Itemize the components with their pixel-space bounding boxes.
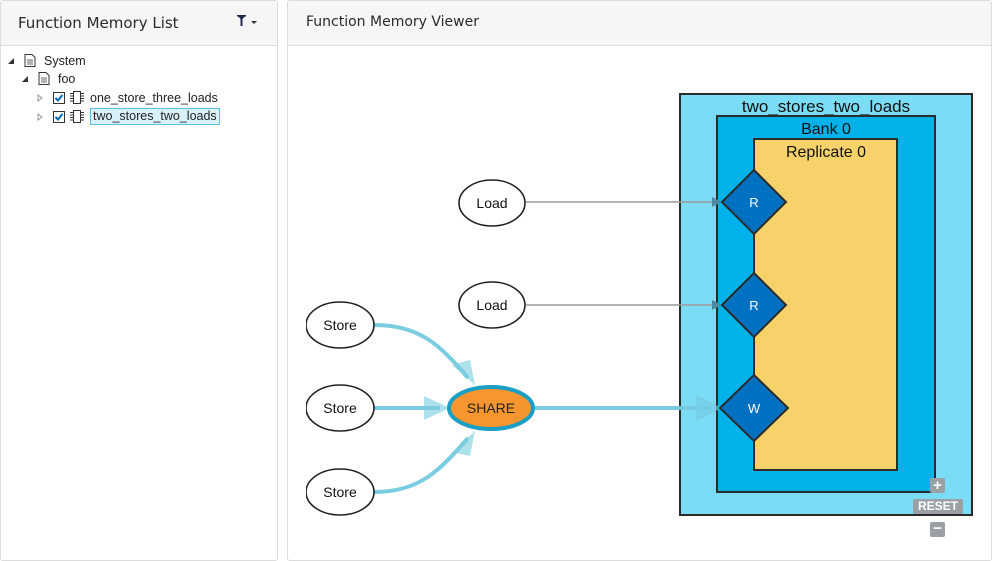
filter-icon: [237, 15, 257, 26]
tree-item-label: foo: [58, 71, 76, 86]
arrowhead-icon: [712, 197, 722, 207]
store-node-label: Store: [323, 484, 357, 500]
port-diamond[interactable]: [720, 271, 788, 339]
document-icon: [24, 54, 36, 67]
load-node-label: Load: [476, 195, 507, 211]
store-node-shape[interactable]: [306, 468, 375, 516]
port-diamond[interactable]: [718, 373, 790, 443]
store-node[interactable]: Store: [306, 468, 375, 516]
function-memory-list-panel: Function Memory List System foo one: [0, 0, 278, 561]
share-node[interactable]: SHARE: [447, 385, 535, 431]
collapsed-triangle-icon[interactable]: [36, 93, 44, 102]
arrowhead-icon: [712, 300, 722, 310]
bank-label: Bank 0: [801, 121, 851, 138]
store-node[interactable]: Store: [306, 301, 375, 349]
load-node[interactable]: Load: [458, 179, 526, 227]
load-node[interactable]: Load: [458, 281, 526, 329]
arrowhead-icon: [452, 360, 475, 385]
memory-label: two_stores_two_loads: [742, 97, 910, 116]
tree-item-label-selected: two_stores_two_loads: [90, 108, 220, 125]
load-node-shape[interactable]: [458, 281, 526, 329]
reset-zoom-button[interactable]: RESET: [913, 499, 963, 514]
panel-title: Function Memory List: [18, 14, 179, 32]
filter-button[interactable]: [235, 14, 261, 30]
store-node-label: Store: [323, 400, 357, 416]
replicate-label: Replicate 0: [786, 144, 866, 161]
checkbox-checked[interactable]: [53, 110, 65, 123]
panel-header: Function Memory Viewer: [288, 1, 991, 46]
collapsed-triangle-icon[interactable]: [36, 112, 44, 121]
caret-down-icon: [251, 21, 257, 24]
port-r2[interactable]: R: [720, 271, 788, 339]
share-node-shape[interactable]: [447, 385, 535, 431]
port-r1[interactable]: R: [720, 168, 788, 236]
panel-header: Function Memory List: [1, 1, 277, 46]
tree-item-one-store-three-loads[interactable]: one_store_three_loads: [36, 88, 218, 107]
arrowhead-icon: [696, 395, 722, 421]
store-node[interactable]: Store: [306, 384, 375, 432]
port-diamond[interactable]: [720, 168, 788, 236]
port-w1[interactable]: W: [718, 373, 790, 443]
expanded-triangle-icon[interactable]: [7, 57, 15, 65]
load-node-label: Load: [476, 297, 507, 313]
zoom-in-button[interactable]: +: [930, 478, 945, 493]
store-node-label: Store: [323, 317, 357, 333]
tree-item-foo[interactable]: foo: [21, 69, 75, 88]
tree-item-system[interactable]: System: [7, 51, 86, 70]
panel-title: Function Memory Viewer: [306, 14, 479, 30]
port-label: W: [748, 401, 761, 416]
memory-chip-icon: [70, 110, 84, 123]
store-node-shape[interactable]: [306, 301, 375, 349]
expanded-triangle-icon[interactable]: [21, 75, 29, 83]
tree-item-label: one_store_three_loads: [90, 90, 218, 105]
memory-chip-icon: [70, 91, 84, 104]
port-label: R: [749, 195, 758, 210]
store-node-shape[interactable]: [306, 384, 375, 432]
share-node-label: SHARE: [467, 400, 515, 416]
document-icon: [38, 72, 50, 85]
port-label: R: [749, 298, 758, 313]
tree-item-two-stores-two-loads[interactable]: two_stores_two_loads: [36, 107, 220, 126]
arrowhead-icon: [452, 431, 475, 456]
tree-item-label: System: [44, 53, 86, 68]
zoom-out-button[interactable]: −: [930, 521, 945, 537]
checkbox-checked[interactable]: [53, 91, 65, 104]
load-node-shape[interactable]: [458, 179, 526, 227]
arrowhead-icon: [424, 396, 450, 420]
